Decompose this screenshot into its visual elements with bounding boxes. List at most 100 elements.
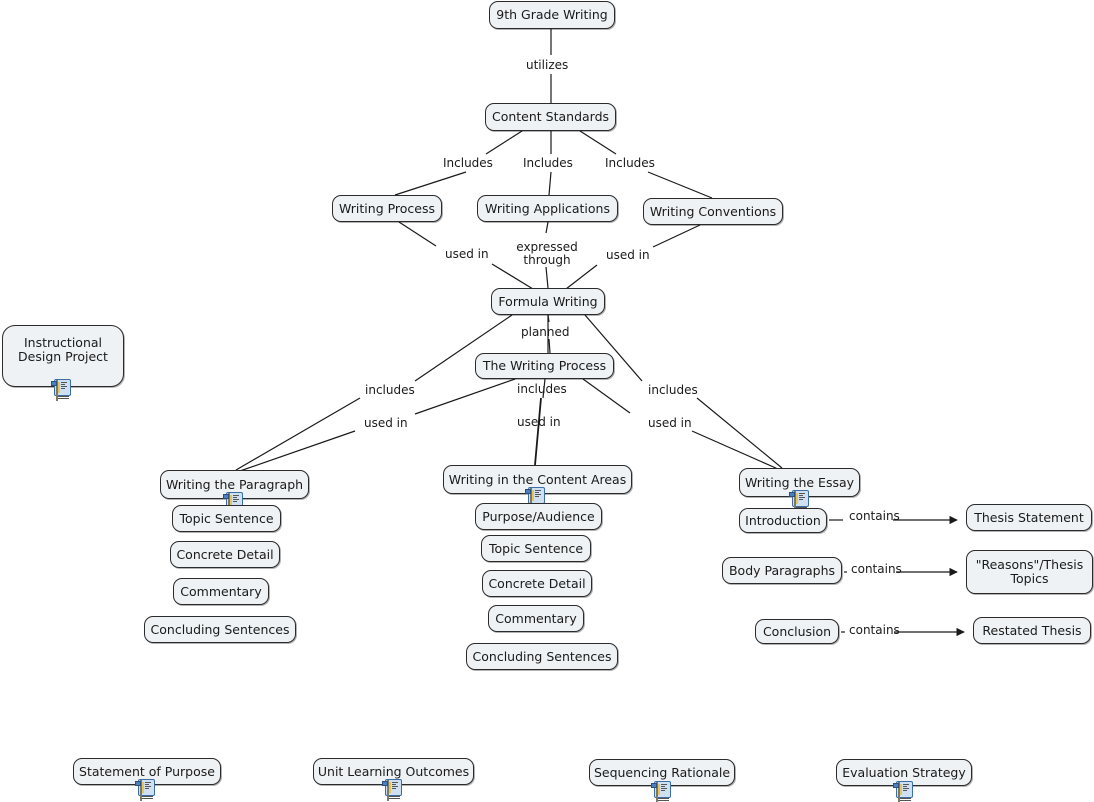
edge-standards-to-conventions-a xyxy=(579,130,617,155)
node-label: Content Standards xyxy=(491,109,610,124)
node-writing-applications[interactable]: Writing Applications xyxy=(477,195,618,222)
node-label: Concluding Sentences xyxy=(150,621,290,637)
node-conclusion[interactable]: Conclusion xyxy=(755,619,839,644)
node-concluding-sentences-paragraph[interactable]: Concluding Sentences xyxy=(144,616,296,643)
node-reasons-thesis-topics[interactable]: "Reasons"/Thesis Topics xyxy=(966,550,1093,594)
node-label: Restated Thesis xyxy=(982,622,1082,638)
edge-twp-to-paragraph-a xyxy=(414,378,516,415)
icon-thumbnail xyxy=(789,492,795,497)
edge-label-used-in-writing-conventions: used in xyxy=(606,248,650,262)
edge-label-planned: planned xyxy=(521,325,570,339)
node-label: Writing Conventions xyxy=(649,203,777,219)
node-formula-writing[interactable]: Formula Writing xyxy=(491,288,605,315)
edge-formula-to-twp-a xyxy=(547,314,550,323)
node-label: Concrete Detail xyxy=(176,546,274,562)
node-label: Commentary xyxy=(495,610,577,626)
edge-label-includes-essay: includes xyxy=(648,383,698,397)
edge-label-contains-body-paragraphs: contains xyxy=(851,562,902,576)
node-label: Topic Sentence xyxy=(179,510,274,526)
edge-label-contains-conclusion: contains xyxy=(849,623,900,637)
node-concrete-detail-content[interactable]: Concrete Detail xyxy=(482,570,592,597)
edge-standards-to-process-b xyxy=(394,171,467,196)
node-label: The Writing Process xyxy=(482,358,607,373)
node-label: Thesis Statement xyxy=(974,509,1084,525)
node-topic-sentence-content[interactable]: Topic Sentence xyxy=(481,535,591,562)
node-instructional-design-project[interactable]: Instructional Design Project xyxy=(2,325,124,387)
edge-label-expressed-through: expressed through xyxy=(516,240,578,267)
node-content-standards[interactable]: Content Standards xyxy=(485,103,616,131)
node-9th-grade-writing[interactable]: 9th Grade Writing xyxy=(489,1,615,29)
node-topic-sentence-paragraph[interactable]: Topic Sentence xyxy=(172,505,281,532)
icon-page xyxy=(51,380,69,401)
node-label: Writing Process xyxy=(338,200,436,216)
node-label: Statement of Purpose xyxy=(79,763,215,779)
node-label: Evaluation Strategy xyxy=(842,764,966,780)
edge-label-includes-paragraph: includes xyxy=(365,383,415,397)
node-label: Purpose/Audience xyxy=(482,508,595,524)
node-thesis-statement[interactable]: Thesis Statement xyxy=(966,504,1092,531)
edge-standards-to-conventions-b xyxy=(647,171,713,199)
icon-page xyxy=(525,488,543,509)
edge-twp-to-essay-b xyxy=(691,430,779,470)
node-body-paragraphs[interactable]: Body Paragraphs xyxy=(722,557,842,584)
node-commentary-paragraph[interactable]: Commentary xyxy=(173,578,269,605)
edge-label-includes-content-areas: includes xyxy=(517,382,567,396)
document-resource-icon[interactable] xyxy=(651,781,671,802)
icon-thumbnail xyxy=(135,781,141,786)
icon-thumbnail xyxy=(893,783,899,788)
node-label: Sequencing Rationale xyxy=(593,764,731,780)
edge-standards-to-process-a xyxy=(485,130,523,155)
edge-label-contains-introduction: contains xyxy=(849,509,900,523)
node-label: Concluding Sentences xyxy=(472,648,612,664)
node-writing-conventions[interactable]: Writing Conventions xyxy=(643,198,783,225)
node-the-writing-process[interactable]: The Writing Process xyxy=(475,353,614,379)
icon-thumbnail xyxy=(382,781,388,786)
node-label: Commentary xyxy=(180,583,262,599)
node-label: Introduction xyxy=(745,512,821,528)
icon-thumbnail xyxy=(51,381,57,386)
node-label: Writing the Paragraph xyxy=(165,476,304,492)
document-resource-icon[interactable] xyxy=(525,487,545,509)
document-resource-icon[interactable] xyxy=(382,779,402,801)
node-writing-process[interactable]: Writing Process xyxy=(332,195,442,222)
node-label: Unit Learning Outcomes xyxy=(317,763,470,779)
node-label: "Reasons"/Thesis Topics xyxy=(975,557,1084,586)
edge-label-includes-right: Includes xyxy=(605,156,655,170)
node-statement-of-purpose[interactable]: Statement of Purpose xyxy=(73,758,221,785)
node-commentary-content[interactable]: Commentary xyxy=(488,605,584,632)
document-resource-icon[interactable] xyxy=(789,490,809,512)
icon-thumbnail xyxy=(223,494,229,499)
edge-label-used-in-content-areas: used in xyxy=(517,415,561,429)
node-label: Conclusion xyxy=(762,623,832,639)
node-writing-the-essay[interactable]: Writing the Essay xyxy=(739,468,860,497)
node-purpose-audience[interactable]: Purpose/Audience xyxy=(475,503,602,530)
edge-applications-to-formula-b xyxy=(545,266,549,289)
node-concrete-detail-paragraph[interactable]: Concrete Detail xyxy=(170,541,280,568)
icon-page xyxy=(135,780,153,801)
edge-process-to-formula-a xyxy=(398,221,437,247)
node-label: Writing Applications xyxy=(485,200,610,216)
edge-label-utilizes: utilizes xyxy=(526,58,569,72)
edge-label-includes-center: Includes xyxy=(523,156,573,170)
icon-page xyxy=(382,780,400,801)
document-resource-icon[interactable] xyxy=(135,779,155,801)
node-label: Writing the Essay xyxy=(744,474,855,490)
document-resource-icon[interactable] xyxy=(223,492,243,514)
icon-page xyxy=(893,782,911,802)
edge-formula-to-content-b xyxy=(534,397,542,466)
node-introduction[interactable]: Introduction xyxy=(739,508,827,533)
node-label: Concrete Detail xyxy=(488,575,586,591)
node-restated-thesis[interactable]: Restated Thesis xyxy=(973,617,1091,644)
document-resource-icon[interactable] xyxy=(893,781,913,802)
edge-standards-to-applications-b xyxy=(548,171,552,196)
edge-formula-to-twp-b xyxy=(548,338,551,354)
node-label: Instructional Design Project xyxy=(18,335,108,364)
edge-formula-to-paragraph-b xyxy=(235,397,361,471)
document-resource-icon[interactable] xyxy=(51,379,71,401)
edge-conventions-to-formula-a xyxy=(652,224,701,248)
edge-process-to-formula-b xyxy=(491,263,534,290)
icon-thumbnail xyxy=(651,783,657,788)
node-unit-learning-outcomes[interactable]: Unit Learning Outcomes xyxy=(313,758,474,785)
node-concluding-sentences-content[interactable]: Concluding Sentences xyxy=(466,643,618,670)
